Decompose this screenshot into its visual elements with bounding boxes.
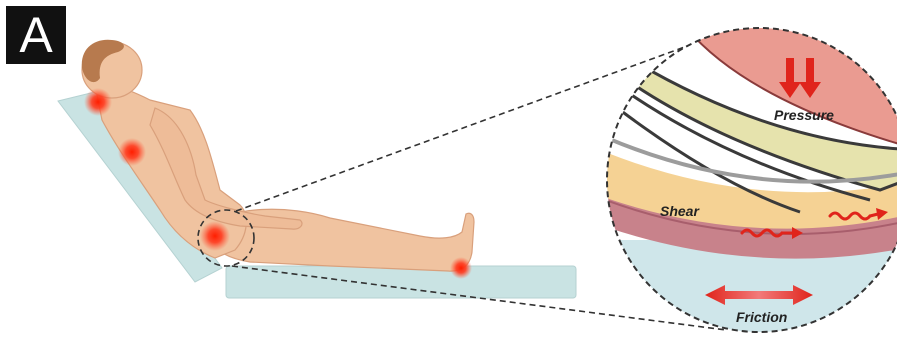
friction-label: Friction [736,309,787,325]
bed-mattress [226,266,576,298]
tissue-cross-section [600,20,897,337]
pressure-label: Pressure [774,107,834,123]
heel-hotspot [450,257,472,279]
head-hotspot [84,88,112,116]
sacrum-hotspot [200,221,230,251]
shoulder-hotspot [118,138,146,166]
shear-label: Shear [660,203,700,219]
